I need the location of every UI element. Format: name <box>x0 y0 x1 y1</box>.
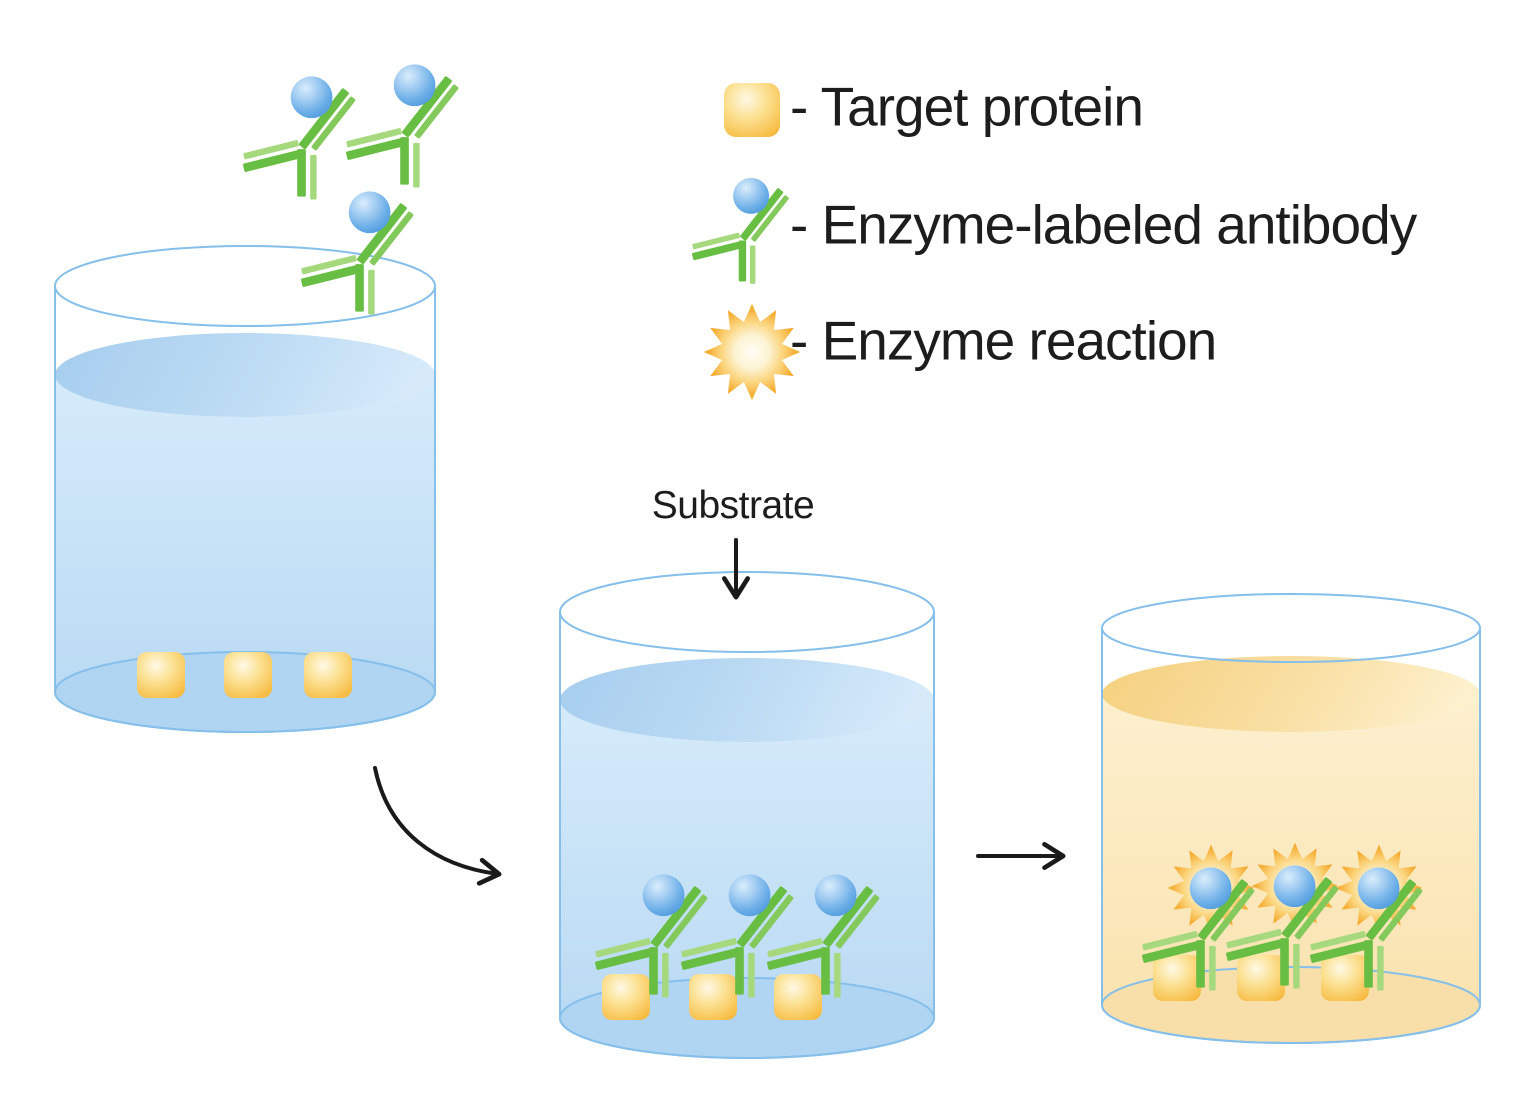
beaker-outline <box>54 286 436 733</box>
beaker-rim-outline <box>54 245 436 327</box>
target-protein-icon <box>1153 955 1201 1001</box>
water-surface <box>560 658 934 742</box>
curved-step-arrow <box>373 766 502 886</box>
reaction-liquid-surface <box>1102 656 1480 732</box>
target-protein-icon <box>224 652 272 698</box>
enzyme-reaction-icon <box>703 303 801 401</box>
left-beaker <box>54 245 436 733</box>
target-protein-icon <box>304 652 352 698</box>
beaker-outline <box>559 612 935 1059</box>
enzyme-labeled-antibody-icon <box>343 64 460 188</box>
water-body <box>55 375 435 732</box>
right-beaker <box>1101 593 1481 1044</box>
beaker-rim-outline <box>1101 593 1481 663</box>
middle-beaker <box>559 571 935 1059</box>
substrate-label: Substrate <box>651 484 815 527</box>
enzyme-labeled-antibody-icon <box>240 76 357 200</box>
target-protein-icon <box>1237 955 1285 1001</box>
target-protein-icon <box>774 974 822 1020</box>
enzyme-labeled-antibody-icon <box>689 177 791 284</box>
target-protein-icon <box>689 974 737 1020</box>
target-protein-icon <box>1321 955 1369 1001</box>
target-protein-icon <box>602 974 650 1020</box>
target-protein-icon <box>137 652 185 698</box>
water-surface <box>55 333 435 417</box>
target-protein-icon <box>724 83 780 137</box>
beaker-rim-outline <box>559 571 935 653</box>
beaker-outline <box>1101 628 1481 1044</box>
